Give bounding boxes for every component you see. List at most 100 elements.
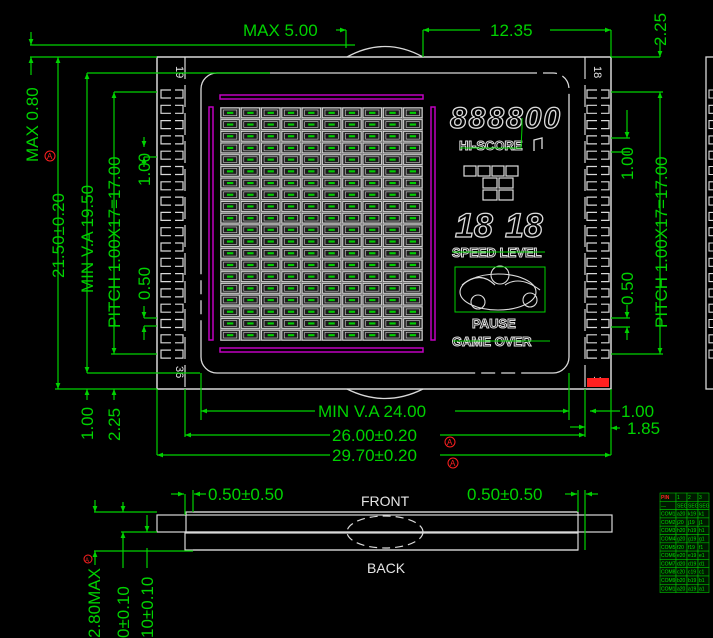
pin-pad xyxy=(708,303,713,313)
matrix-dot xyxy=(301,177,321,189)
matrix-dot xyxy=(281,166,301,177)
pin-pad xyxy=(586,257,610,267)
pin-pad xyxy=(160,135,184,145)
table-cell-text: a19 xyxy=(688,586,697,592)
matrix-dot xyxy=(281,212,301,224)
matrix-dot xyxy=(240,283,261,294)
table-cell-text: COM4 xyxy=(661,537,676,543)
table-cell-text: COM5 xyxy=(661,545,676,551)
table-cell-text: j20 xyxy=(676,520,684,526)
matrix-dot xyxy=(281,236,301,247)
matrix-dot xyxy=(301,130,321,142)
matrix-dot xyxy=(220,177,240,189)
matrix-dot xyxy=(322,177,342,189)
matrix-dot xyxy=(362,119,382,130)
matrix-dot xyxy=(322,154,342,165)
matrix-dot xyxy=(342,189,362,200)
score-digits: 888800 xyxy=(450,102,562,135)
matrix-dot xyxy=(281,247,301,259)
pause-label: PAUSE xyxy=(472,316,516,331)
matrix-dot xyxy=(301,318,321,329)
matrix-dot xyxy=(220,259,240,271)
pin-pad xyxy=(586,135,610,145)
matrix-dot xyxy=(301,247,321,259)
matrix-dot xyxy=(240,130,261,142)
matrix-dot xyxy=(362,212,382,224)
matrix-bezel xyxy=(208,94,436,353)
matrix-dot xyxy=(342,306,362,317)
matrix-dot xyxy=(382,318,403,329)
dim-outer-height: 21.50±0.20 xyxy=(49,193,68,278)
matrix-dot xyxy=(301,119,321,130)
critical-marker: A xyxy=(47,152,53,161)
pin-pad xyxy=(160,89,184,99)
pin-pad xyxy=(586,349,610,359)
pin-1-marker xyxy=(587,378,609,387)
pin-pad xyxy=(586,288,610,298)
dim-side-offset-left: 0.50±0.50 xyxy=(208,485,284,504)
matrix-dot xyxy=(342,201,362,212)
matrix-dot xyxy=(281,224,301,236)
matrix-dot xyxy=(382,154,403,165)
front-label: FRONT xyxy=(361,493,410,509)
pin-pad xyxy=(708,150,713,160)
pin-pad xyxy=(160,150,184,160)
matrix-dot xyxy=(220,119,240,130)
matrix-dot xyxy=(240,224,261,236)
critical-marker-outer: A xyxy=(450,459,456,468)
dim-bottom-1-00: 1.00 xyxy=(78,407,97,440)
table-cell-text: COM9 xyxy=(661,578,676,584)
dim-offset-12-35: 12.35 xyxy=(490,21,533,40)
matrix-dot xyxy=(362,236,382,247)
pin-pad xyxy=(160,104,184,114)
matrix-dot xyxy=(362,329,382,341)
matrix-dot xyxy=(342,318,362,329)
matrix-dot xyxy=(301,259,321,271)
matrix-dot xyxy=(403,247,423,259)
table-cell-text: h1 xyxy=(699,528,705,534)
matrix-dot xyxy=(342,142,362,154)
matrix-dot xyxy=(301,142,321,154)
matrix-dot xyxy=(261,177,281,189)
matrix-dot xyxy=(240,201,261,212)
matrix-dot xyxy=(322,119,342,130)
matrix-dot xyxy=(322,283,342,294)
dim-right-pin-width: 0.50 xyxy=(618,272,637,305)
pin-pad xyxy=(160,334,184,344)
matrix-dot xyxy=(382,177,403,189)
table-cell-text: COM2 xyxy=(661,520,676,526)
table-cell-text: a20 xyxy=(677,512,686,518)
matrix-dot xyxy=(322,212,342,224)
matrix-dot xyxy=(362,247,382,259)
pin-pad xyxy=(708,165,713,176)
matrix-dot xyxy=(362,318,382,329)
matrix-dot xyxy=(382,224,403,236)
matrix-dot xyxy=(220,154,240,165)
matrix-dot xyxy=(342,236,362,247)
matrix-dot xyxy=(261,294,281,306)
matrix-dot xyxy=(362,271,382,282)
matrix-dot xyxy=(281,329,301,341)
pin-pad xyxy=(586,303,610,313)
matrix-dot xyxy=(240,259,261,271)
matrix-dot xyxy=(281,201,301,212)
matrix-dot xyxy=(403,119,423,130)
right-pin-strip xyxy=(586,89,610,359)
pin-pad xyxy=(708,318,713,329)
matrix-dot xyxy=(403,224,423,236)
matrix-dot xyxy=(240,177,261,189)
matrix-dot xyxy=(403,236,423,247)
table-cell-text: f20 xyxy=(677,545,684,551)
pin-pad xyxy=(586,318,610,329)
table-cell-text: 2 xyxy=(688,495,691,501)
matrix-dot xyxy=(403,107,423,119)
matrix-dot xyxy=(301,201,321,212)
table-cell-text: g19 xyxy=(688,537,697,543)
matrix-dot xyxy=(220,247,240,259)
dim-right-pin-gap: 1.00 xyxy=(618,147,637,180)
table-cell-text: f1 xyxy=(699,545,703,551)
pin-pad xyxy=(586,273,610,283)
table-cell-text: d1 xyxy=(699,561,705,567)
table-cell-text: j19 xyxy=(687,520,695,526)
